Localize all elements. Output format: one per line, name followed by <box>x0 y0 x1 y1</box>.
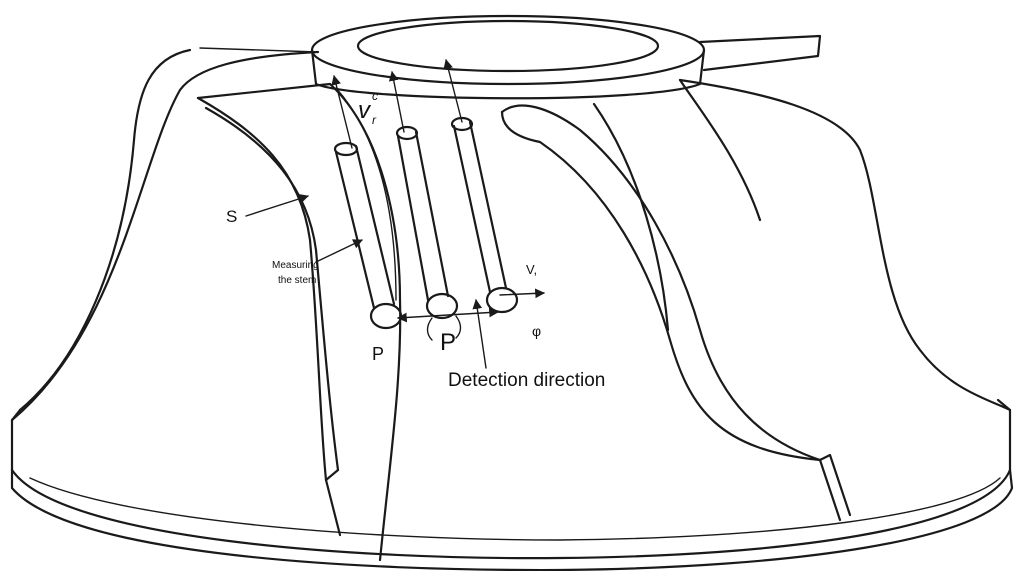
measuring-stem-1 <box>333 141 403 330</box>
label-p-left: P <box>372 344 384 364</box>
label-detection: Detection direction <box>448 370 605 391</box>
label-velocity-top: v <box>358 97 372 124</box>
hub-ring <box>310 14 706 100</box>
blade-far-left <box>10 47 320 472</box>
velocity-arrows <box>331 59 463 149</box>
label-p-center: P <box>440 329 456 356</box>
blade-right <box>500 102 852 522</box>
measuring-stem-2 <box>395 125 459 320</box>
label-phi: φ <box>532 323 541 339</box>
base-disc <box>10 468 1014 571</box>
label-s: S <box>226 207 237 226</box>
blade-front-left <box>196 82 402 562</box>
label-measuring-line1: Measuring <box>272 260 319 271</box>
label-velocity-right: V, <box>526 262 537 277</box>
blade-far-right <box>678 34 1012 472</box>
detection-arrow <box>397 307 499 341</box>
label-velocity-top-sub: r <box>372 113 377 127</box>
label-velocity-top-sup: c <box>372 89 378 103</box>
measuring-stem-3 <box>450 116 519 314</box>
label-measuring-line2: the stem <box>278 275 316 286</box>
